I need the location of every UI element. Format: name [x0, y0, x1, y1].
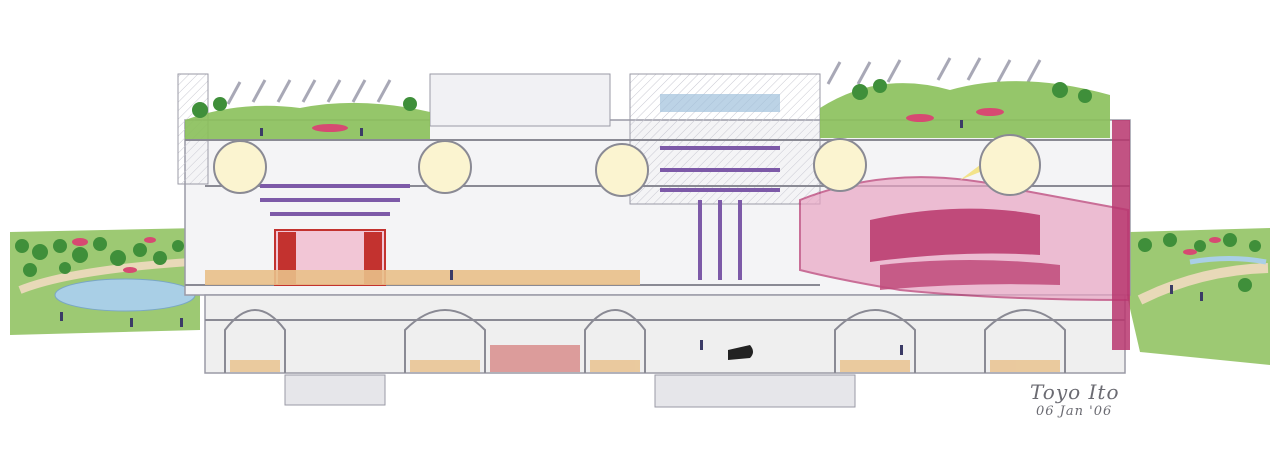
pod [813, 138, 867, 192]
magenta-wall [1112, 120, 1130, 350]
person-figure-icon [60, 120, 1203, 355]
arch [224, 309, 286, 373]
pod [213, 140, 267, 194]
right-stream [1189, 256, 1267, 265]
basement-arches [224, 309, 1066, 373]
pod [595, 143, 649, 197]
pod [418, 140, 472, 194]
right-landscape [1128, 228, 1270, 365]
basement-floors [230, 345, 1060, 372]
stage-floor [205, 270, 640, 285]
tree-icon [1138, 233, 1261, 292]
arch [584, 309, 646, 373]
sub-basement [284, 374, 386, 406]
grand-piano-icon [728, 345, 753, 360]
fly-tower [429, 73, 611, 127]
auditorium-seating [870, 208, 1040, 262]
pond-icon [54, 278, 196, 312]
arch [834, 309, 916, 373]
tree-icon [15, 237, 184, 277]
arch [984, 309, 1066, 373]
auditorium-seating [880, 260, 1060, 290]
right-grass [1128, 228, 1270, 365]
flower-bed-icon [1183, 237, 1221, 255]
left-landscape [10, 228, 200, 335]
tree-icon [192, 79, 1092, 118]
roof-louvers [226, 57, 1042, 105]
stage-rigging [260, 146, 780, 280]
glazing-band [660, 94, 780, 112]
arch [404, 309, 486, 373]
stage [205, 229, 640, 286]
green-roof [185, 79, 1110, 140]
round-pods [213, 134, 1041, 197]
right-path [1137, 263, 1269, 305]
sub-basement [654, 374, 856, 408]
signature-name: Toyo Ito [1030, 380, 1120, 404]
flower-bed-icon [312, 108, 1004, 132]
flower-bed-icon [72, 237, 156, 273]
basement-volume [204, 294, 1126, 374]
pod [979, 134, 1041, 196]
signature-date: 06 Jan '06 [1036, 404, 1113, 419]
